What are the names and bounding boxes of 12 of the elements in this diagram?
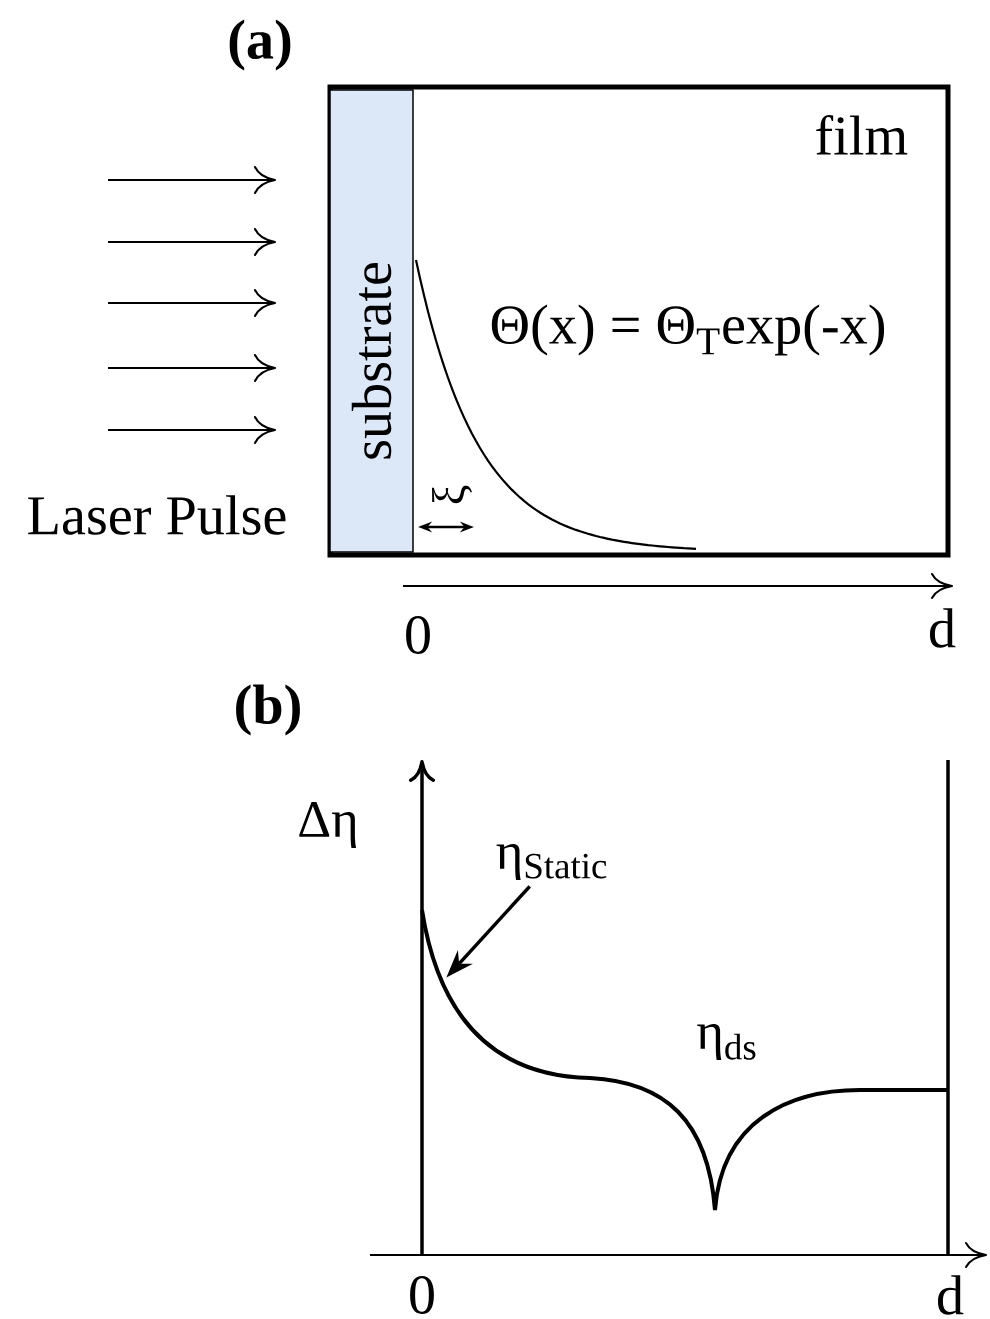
panel-label: (b)	[236, 684, 300, 736]
axis-tick-label: d	[930, 608, 956, 648]
axis-label: Δη	[299, 802, 356, 848]
axis-tick-label: 0	[410, 1276, 434, 1314]
substrate-band: substrate	[329, 89, 414, 553]
profile-curve	[420, 909, 948, 1212]
curve-label: η$_{ds}$	[697, 1024, 756, 1061]
axis-tick-label: 0	[406, 616, 430, 654]
eta-static-label: η$_{Static}$	[496, 844, 607, 881]
axis-tick-label: d	[938, 1275, 964, 1315]
formula-label: Θ(x) = Θ$_{T}$exp(-x)	[491, 304, 885, 356]
panel-label: (a)	[229, 19, 291, 71]
